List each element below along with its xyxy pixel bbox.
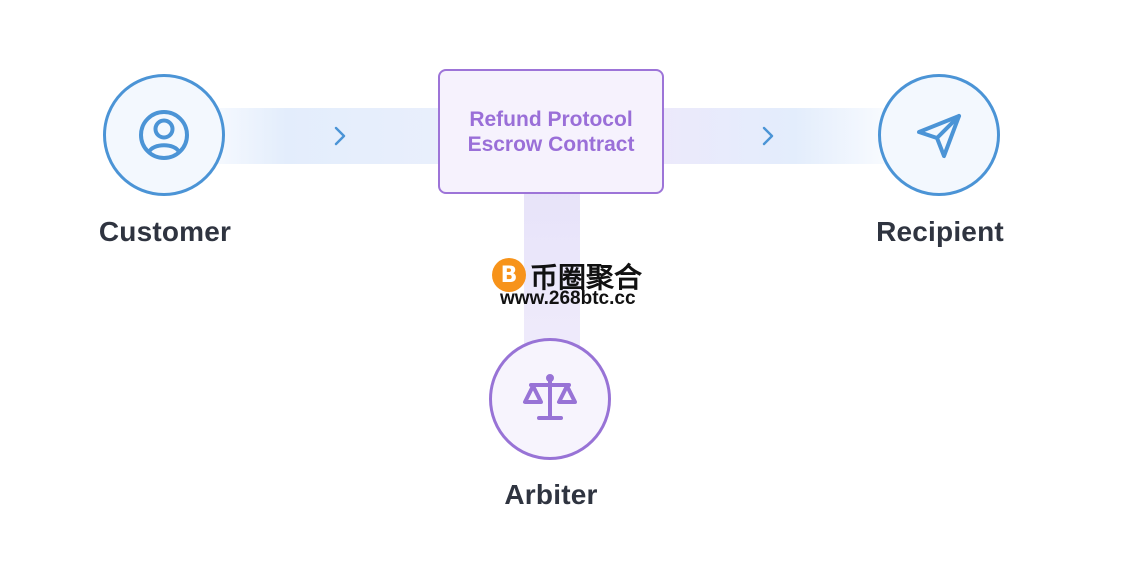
send-icon: [917, 114, 961, 158]
contract-title-line2: Escrow Contract: [467, 132, 635, 156]
watermark-title: 币圈聚合: [530, 261, 643, 294]
flow-connector-contract-arbiter: [524, 190, 580, 350]
user-circle-icon: [139, 110, 189, 160]
bitcoin-logo-icon: B: [492, 258, 526, 292]
recipient-label: Recipient: [876, 216, 1004, 247]
chevron-right-icon: [762, 126, 774, 146]
contract-title-line1: Refund Protocol: [469, 107, 633, 131]
watermark: B 币圈聚合 www.268btc.cc: [492, 256, 662, 312]
escrow-contract-box: Refund Protocol Escrow Contract: [438, 69, 664, 194]
scales-icon: [523, 374, 577, 420]
chevron-right-icon: [334, 126, 346, 146]
recipient-node: [878, 74, 1000, 196]
arbiter-node: [489, 338, 611, 460]
customer-node: [103, 74, 225, 196]
arbiter-label: Arbiter: [504, 479, 598, 510]
flow-connector-customer-contract: [200, 108, 445, 164]
customer-label: Customer: [98, 216, 232, 247]
watermark-url: www.268btc.cc: [500, 288, 636, 309]
